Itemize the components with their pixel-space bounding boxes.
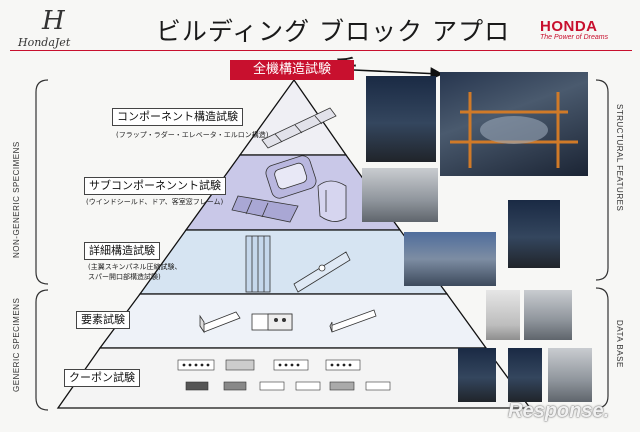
hondajet-logo: H HondaJet bbox=[12, 6, 92, 52]
honda-logo: HONDA The Power of Dreams bbox=[540, 18, 630, 41]
full-scale-arrow bbox=[353, 67, 444, 80]
tier-label-subcomponent: サブコンポーネンント試験 bbox=[84, 177, 226, 195]
hondajet-logo-text: HondaJet bbox=[18, 36, 71, 49]
photo-panel-test-a bbox=[404, 232, 452, 286]
slide-title: ビルディング ブロック アプローチ bbox=[155, 17, 511, 82]
tier-note-detail: (主翼スキンパネル圧縮試験、 スパー開口部構造試験) bbox=[88, 263, 182, 281]
right-lower-bracket bbox=[595, 287, 609, 409]
label-structural-features: STRUCTURAL FEATURES bbox=[615, 104, 624, 212]
honda-logo-tagline: The Power of Dreams bbox=[540, 34, 609, 41]
pyramid-tier-coupon bbox=[56, 347, 532, 409]
photo-full-scale-test bbox=[440, 72, 588, 176]
full-scale-rig-sketch bbox=[450, 92, 578, 168]
hondajet-logo-mark: H bbox=[42, 6, 65, 36]
channel-specimen-sketch bbox=[199, 311, 241, 334]
photo-windshield-test bbox=[362, 168, 438, 222]
window-frame-sketch bbox=[265, 155, 317, 199]
control-surface-sketch bbox=[261, 107, 337, 149]
right-upper-bracket bbox=[595, 79, 609, 281]
tier-note-subcomponent: (ウインドシールド、ドア、客室窓フレーム) bbox=[86, 198, 224, 206]
photo-detail-fixture bbox=[508, 200, 560, 268]
left-lower-bracket bbox=[35, 289, 49, 411]
photo-coupon-test-b bbox=[508, 348, 542, 402]
label-non-generic-specimens: NON-GENERIC SPECIMENS bbox=[12, 141, 21, 258]
pyramid-tier-detail bbox=[138, 229, 449, 295]
joint-specimen-sketch bbox=[251, 313, 293, 331]
photo-component-test-rig bbox=[366, 76, 436, 162]
pyramid-tier-element bbox=[98, 293, 488, 349]
skin-panel-sketch bbox=[245, 235, 271, 293]
photo-panel-test-b bbox=[452, 232, 496, 286]
angle-specimen-sketch bbox=[329, 309, 377, 333]
tier-label-coupon: クーポン試験 bbox=[64, 369, 140, 387]
photo-element-test-a bbox=[486, 290, 520, 340]
photo-coupon-test-a bbox=[458, 348, 496, 402]
label-generic-specimens: GENERIC SPECIMENS bbox=[12, 297, 21, 392]
honda-logo-name: HONDA bbox=[540, 18, 598, 35]
tier-note-component: (フラップ・ラダー・エレベータ・エルロン構造) bbox=[116, 131, 269, 139]
full-scale-test-label: 全機構造試験 bbox=[230, 60, 354, 80]
label-data-base: DATA BASE bbox=[615, 320, 624, 368]
windshield-sketch bbox=[231, 195, 299, 223]
spar-sketch bbox=[293, 251, 351, 293]
header-divider bbox=[10, 50, 632, 51]
left-upper-bracket bbox=[35, 79, 49, 285]
tier-label-detail: 詳細構造試験 bbox=[84, 242, 160, 260]
tier-label-component: コンポーネント構造試験 bbox=[112, 108, 243, 126]
photo-element-test-b bbox=[524, 290, 572, 340]
door-frame-sketch bbox=[317, 180, 347, 222]
photo-coupon-test-c bbox=[548, 348, 592, 402]
tier-label-element: 要素試験 bbox=[76, 311, 130, 329]
response-watermark: Response. bbox=[508, 400, 610, 422]
